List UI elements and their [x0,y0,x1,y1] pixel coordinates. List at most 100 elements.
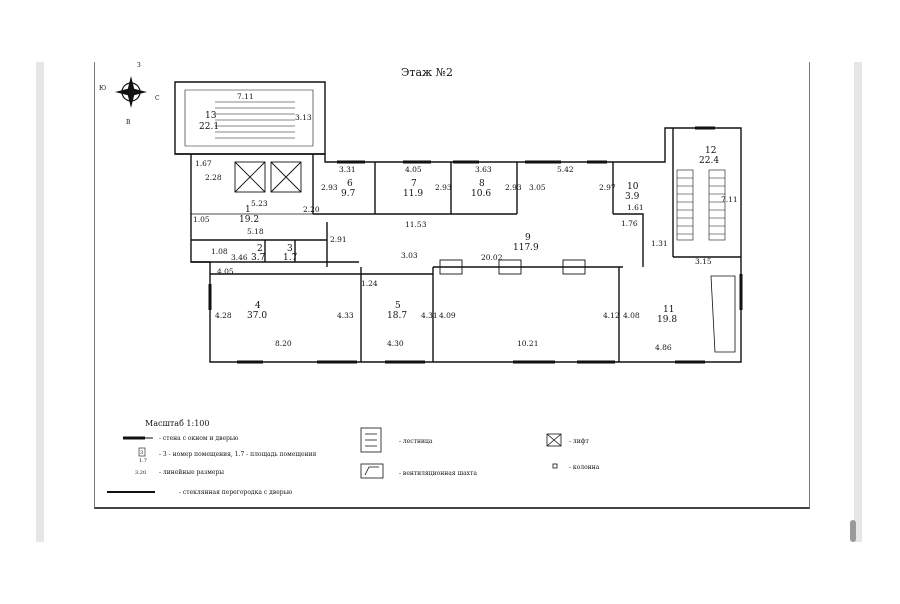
dim-label: 3.03 [401,251,418,260]
svg-text:18.7: 18.7 [387,311,407,321]
dim-label: 1.76 [621,219,638,228]
legend-item-column: - колонна [569,464,600,471]
svg-text:117.9: 117.9 [513,243,539,253]
dim-label: 1.31 [651,239,668,248]
svg-text:8: 8 [479,179,485,189]
legend-item-stair: - лестница [399,438,433,445]
svg-text:12: 12 [705,146,716,156]
svg-text:10.6: 10.6 [471,189,491,199]
dim-label: 2.20 [303,205,320,214]
dim-label: 10.21 [517,339,538,348]
svg-text:3.7: 3.7 [251,253,266,263]
svg-text:9.7: 9.7 [341,189,356,199]
page-left-gutter [36,62,44,542]
dim-label: 3.46 [231,253,248,262]
dim-label: 4.33 [337,311,354,320]
dim-label: 2.93 [505,183,522,192]
legend-item-glass: - стеклянная перегородка с дверью [179,489,292,496]
dim-label: 1.05 [193,215,210,224]
svg-text:1: 1 [245,205,251,215]
legend-item-wall: - стена с окном и дверью [159,435,238,442]
stair-icon [360,427,382,453]
room-8: 810.6 [471,179,491,199]
legend-scale: Масштаб 1:100 [145,419,210,428]
svg-text:2: 2 [257,244,263,254]
dim-label: 3.13 [295,113,312,122]
windows [208,126,743,364]
ventilation-shaft-icon [710,275,736,353]
dim-label: 4.30 [387,339,404,348]
dim-label: 11.53 [405,220,427,229]
room-2: 23.7 [251,244,266,263]
dim-label: 4.09 [439,311,456,320]
compass-west: Ю [99,85,106,92]
dim-label: 3.15 [695,257,712,266]
elevator-icon [546,433,562,447]
svg-text:11: 11 [663,305,674,315]
room-1: 119.2 [239,205,259,225]
dim-label: 1.67 [195,159,212,168]
dimension-labels: 7.11 3.13 1.67 2.28 5.23 1.05 5.18 1.08 … [193,92,738,352]
dim-label: 1.24 [361,279,378,288]
svg-text:5: 5 [395,301,401,311]
svg-text:3: 3 [140,450,143,456]
compass-east: С [155,95,160,102]
stair-icon [676,169,726,241]
svg-text:37.0: 37.0 [247,311,267,321]
dim-label: 3.05 [529,183,546,192]
dim-label: 2.93 [321,183,338,192]
dim-label: 4.31 [421,311,438,320]
svg-text:9: 9 [525,233,531,243]
svg-text:6: 6 [347,179,353,189]
compass-icon: З В С Ю [99,62,160,126]
dim-label: 7.11 [721,195,738,204]
dim-label: 5.42 [557,165,574,174]
scrollbar-thumb[interactable] [850,520,856,542]
floor-plan-drawing: Этаж №2 З В С Ю [99,62,743,496]
dim-label: 4.28 [215,311,232,320]
room-6: 69.7 [341,179,356,199]
room-5: 518.7 [387,301,407,321]
svg-text:19.8: 19.8 [657,315,677,325]
legend: Масштаб 1:100 - стена с окном и дверью 3… [107,419,600,496]
dim-label: 5.18 [247,227,264,236]
dim-label: 8.20 [275,339,292,348]
svg-text:3.9: 3.9 [625,192,640,202]
dim-label: 7.11 [237,92,254,101]
dim-label: 2.97 [599,183,616,192]
svg-text:1.7: 1.7 [139,458,147,464]
dim-label: 4.86 [655,343,672,352]
dim-label: 4.05 [405,165,422,174]
page-right-gutter [854,62,862,542]
dim-label: 2.93 [435,183,452,192]
legend-item-room: - 3 - номер помещения, 1.7 - площадь пом… [159,451,317,458]
legend-item-elevator: - лифт [569,438,589,445]
stair-icon [215,101,295,139]
svg-text:19.2: 19.2 [239,215,259,225]
dim-label: 4.12 [603,311,620,320]
walls [174,81,742,363]
dim-label: 4.08 [623,311,640,320]
dim-label: 3.31 [339,165,356,174]
legend-room-sample: 3 1.7 [138,447,147,464]
legend-dim-sample: 3.20 [135,470,146,476]
svg-text:7: 7 [411,179,417,189]
compass-north: З [137,62,141,69]
elevator-icon [234,161,302,193]
svg-text:22.1: 22.1 [199,122,219,132]
svg-text:3: 3 [287,244,293,254]
svg-text:13: 13 [205,111,217,121]
ventilation-shaft-icon [360,463,384,479]
column-icon [552,463,558,469]
legend-item-dims: - линейные размеры [159,469,224,476]
room-4: 437.0 [247,301,267,321]
floor-plan-sheet: Этаж №2 З В С Ю [94,62,810,509]
column-icon [439,259,586,275]
svg-text:1.7: 1.7 [283,253,298,263]
